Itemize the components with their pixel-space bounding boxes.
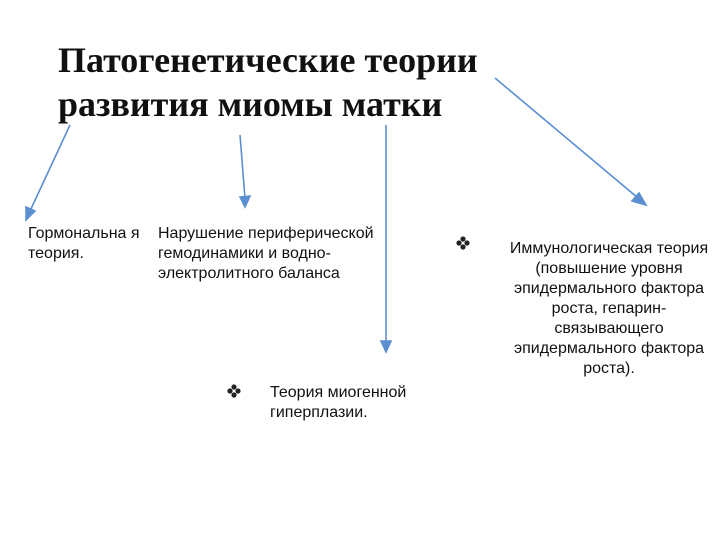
arrow-hemodynamic <box>239 134 246 199</box>
hormonal-theory-text: Гормональна я теория. <box>28 225 140 262</box>
myogenic-theory-text: Теория миогенной гиперплазии. <box>270 384 407 421</box>
title-line-1: Патогенетические теории <box>58 40 478 80</box>
page-title: Патогенетические теории развития миомы м… <box>58 38 618 126</box>
diamond-bullet-icon <box>227 384 241 398</box>
arrowhead-hemodynamic <box>238 195 252 209</box>
arrowhead-immunological <box>630 191 648 207</box>
hemodynamic-theory-text: Нарушение периферической гемодинамики и … <box>158 225 374 282</box>
arrow-immunological <box>494 77 639 199</box>
arrow-hormonal <box>29 124 71 212</box>
title-line-2: развития миомы матки <box>58 84 443 124</box>
diamond-bullet-icon <box>456 236 470 250</box>
arrowhead-myogenic <box>379 340 393 354</box>
arrowhead-hormonal <box>25 205 37 222</box>
immunological-theory-text: Иммунологическая теория (повышение уровн… <box>509 240 709 377</box>
